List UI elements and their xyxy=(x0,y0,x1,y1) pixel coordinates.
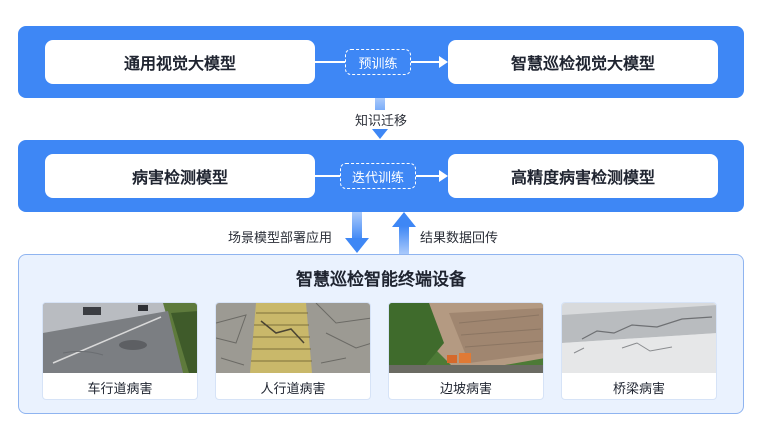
card-sidewalk-defect: 人行道病害 xyxy=(215,302,371,400)
card-caption: 人行道病害 xyxy=(260,381,326,397)
iterative-arrowhead xyxy=(439,170,448,182)
card-caption: 车行道病害 xyxy=(87,381,153,397)
card-bridge-defect: 桥梁病害 xyxy=(561,302,717,400)
deploy-arrow xyxy=(345,212,369,253)
high-precision-model-box: 高精度病害检测模型 xyxy=(448,154,718,198)
knowledge-transfer-label: 知识迁移 xyxy=(352,110,411,129)
roadway-photo xyxy=(43,303,197,373)
slope-photo xyxy=(389,303,543,373)
card-caption: 桥梁病害 xyxy=(612,381,665,397)
sidewalk-photo xyxy=(216,303,370,373)
card-slope-defect: 边坡病害 xyxy=(388,302,544,400)
general-vision-model-box: 通用视觉大模型 xyxy=(45,40,315,84)
panel-title: 智慧巡检智能终端设备 xyxy=(296,270,466,290)
iterative-training-band: 病害检测模型 迭代训练 高精度病害检测模型 xyxy=(18,140,744,212)
deploy-label: 场景模型部署应用 xyxy=(228,231,333,246)
pretrain-tag: 预训练 xyxy=(345,49,411,75)
card-roadway-defect: 车行道病害 xyxy=(42,302,198,400)
inspection-terminal-panel: 智慧巡检智能终端设备 车行道病害 xyxy=(18,254,744,414)
card-caption: 边坡病害 xyxy=(439,381,492,397)
feedback-arrow xyxy=(392,212,416,254)
defect-detection-model-box: 病害检测模型 xyxy=(45,154,315,198)
feedback-label: 结果数据回传 xyxy=(420,231,499,246)
bridge-photo xyxy=(562,303,716,373)
pretrain-arrowhead xyxy=(439,56,448,68)
inspection-vision-model-box: 智慧巡检视觉大模型 xyxy=(448,40,718,84)
iterative-training-tag: 迭代训练 xyxy=(340,163,416,189)
pretrain-band: 通用视觉大模型 预训练 智慧巡检视觉大模型 xyxy=(18,26,744,98)
